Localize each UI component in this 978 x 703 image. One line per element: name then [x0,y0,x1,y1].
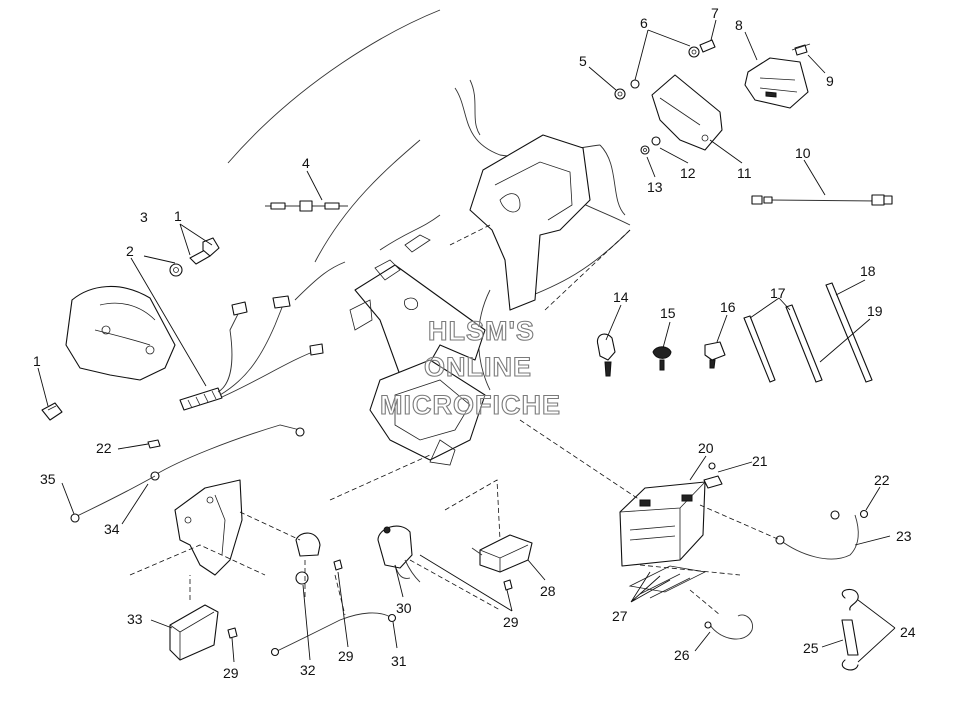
callout-22-left: 22 [96,440,112,456]
part-headlight-housing [65,286,176,381]
part-bushing-retainer [169,237,220,277]
vehicle-outline [227,9,631,391]
callout-12: 12 [680,165,696,181]
callout-17: 17 [770,285,786,301]
part-cable-lower [270,612,397,657]
watermark-line-3: MICROFICHE [380,390,561,420]
callout-27: 27 [612,608,628,624]
part-screw [791,43,811,56]
callout-18: 18 [860,263,876,279]
callout-24: 24 [900,624,916,640]
frame-assembly [349,134,591,466]
part-cables-left [70,424,305,523]
callout-21: 21 [752,453,768,469]
callout-8: 8 [735,17,743,33]
callout-29-mid: 29 [503,614,519,630]
callout-3: 3 [140,209,148,225]
part-regulator [377,525,421,583]
callout-14: 14 [613,289,629,305]
callout-25: 25 [803,640,819,656]
callout-29-center: 29 [338,648,354,664]
part-wire-harness [179,295,324,411]
watermark-line-2: ONLINE [424,352,532,382]
callout-labels: 1 1 2 3 4 5 6 7 8 9 10 11 12 13 14 15 16… [33,5,916,681]
callout-35: 35 [40,471,56,487]
callout-11: 11 [737,165,752,181]
callout-29-left: 29 [223,665,239,681]
callout-1-left: 1 [33,353,41,369]
callout-33: 33 [127,611,143,627]
leader-lines [37,19,896,663]
callout-32: 32 [300,662,316,678]
part-cable-ties [743,282,873,383]
part-taillight [744,57,809,109]
callout-26: 26 [674,647,690,663]
callout-20: 20 [698,440,714,456]
callout-9: 9 [826,73,834,89]
watermark: HLSM'S ONLINE MICROFICHE [379,315,561,420]
part-screws [227,559,513,639]
part-washer-nut [640,136,661,155]
part-connectors-mid [596,333,726,377]
assembly-lines [129,224,781,616]
callout-16: 16 [720,299,736,315]
callout-7: 7 [711,5,719,21]
callout-10: 10 [795,145,811,161]
part-cable [751,194,893,206]
callout-1-top: 1 [174,208,182,224]
watermark-line-1: HLSM'S [428,316,535,346]
callout-13: 13 [647,179,663,195]
callout-5: 5 [579,53,587,69]
part-cdi-box [169,479,243,661]
part-fasteners-top [614,39,716,100]
part-battery-cable-right [775,510,859,560]
callout-2: 2 [126,243,134,259]
part-mount-bracket [651,74,723,151]
part-clamp [295,532,321,585]
callout-19: 19 [867,303,883,319]
part-pads [628,565,707,599]
callout-30: 30 [396,600,412,616]
part-connector [265,200,348,212]
part-clip-lower [41,402,63,421]
part-battery [619,481,706,567]
part-terminal-hardware [147,439,869,519]
callout-34: 34 [104,521,120,537]
callout-23: 23 [896,528,912,544]
callout-4: 4 [302,155,310,171]
callout-28: 28 [540,583,556,599]
part-relay [471,534,533,573]
callout-15: 15 [660,305,676,321]
callout-22-right: 22 [874,472,890,488]
part-hooks-strap [841,588,859,671]
part-loop-strap [704,614,753,640]
callout-6: 6 [640,15,648,31]
callout-31: 31 [391,653,407,669]
